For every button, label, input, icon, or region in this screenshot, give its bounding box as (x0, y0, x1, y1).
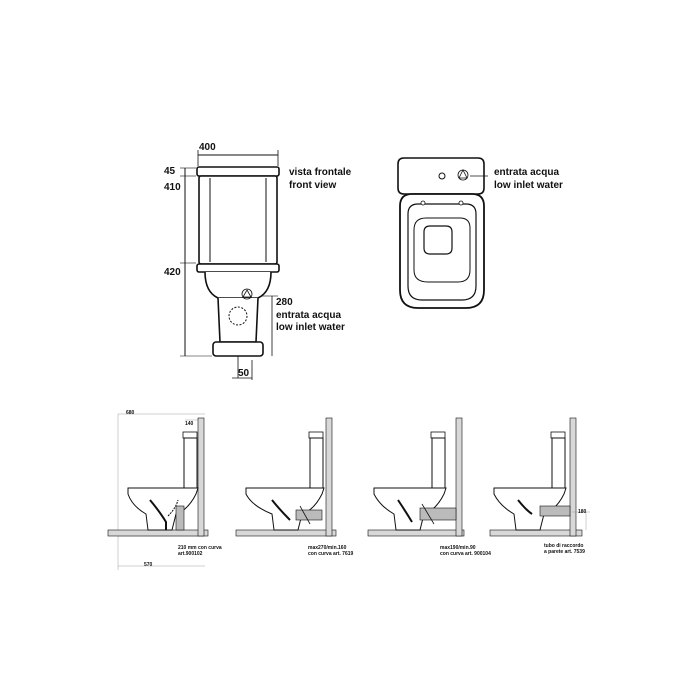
note-4-line1: tubo di raccordo (544, 543, 584, 549)
side-view-3 (367, 417, 465, 537)
side-view-4 (489, 417, 590, 537)
dim-570-label: 570 (144, 562, 153, 568)
width-400-label: 400 (199, 142, 216, 153)
dim-45-label: 45 (164, 166, 176, 177)
side-view-1 (107, 417, 209, 537)
note-1-line2: art.900102 (178, 551, 203, 557)
front-inlet-it: entrata acqua (276, 310, 342, 321)
top-inlet-en: low inlet water (494, 180, 563, 191)
note-4-line2: a parete art. 7539 (544, 549, 585, 555)
note-2-line2: con curva art. 7619 (308, 551, 354, 557)
top-drain (423, 225, 453, 255)
dim-420-label: 420 (164, 267, 181, 278)
view-title-en: front view (289, 180, 337, 191)
dim-180-label: 180 (578, 509, 587, 515)
side-view-2 (235, 417, 337, 537)
top-inlet-it: entrata acqua (494, 167, 560, 178)
view-title-it: vista frontale (289, 167, 352, 178)
dim-680-label: 680 (126, 410, 135, 416)
dim-280-label: 280 (276, 297, 293, 308)
note-2-line1: max270/min.160 (308, 545, 347, 551)
outlet-circle (228, 306, 248, 326)
note-3-line1: max190/min.90 (440, 545, 476, 551)
dim-410-label: 410 (164, 182, 181, 193)
dim-140-label: 140 (185, 421, 194, 427)
front-inlet-en: low inlet water (276, 322, 345, 333)
dim-50-label: 50 (238, 368, 250, 379)
note-1-line1: 210 mm con curva (178, 545, 222, 551)
note-3-line2: con curva art. 900104 (440, 551, 491, 557)
